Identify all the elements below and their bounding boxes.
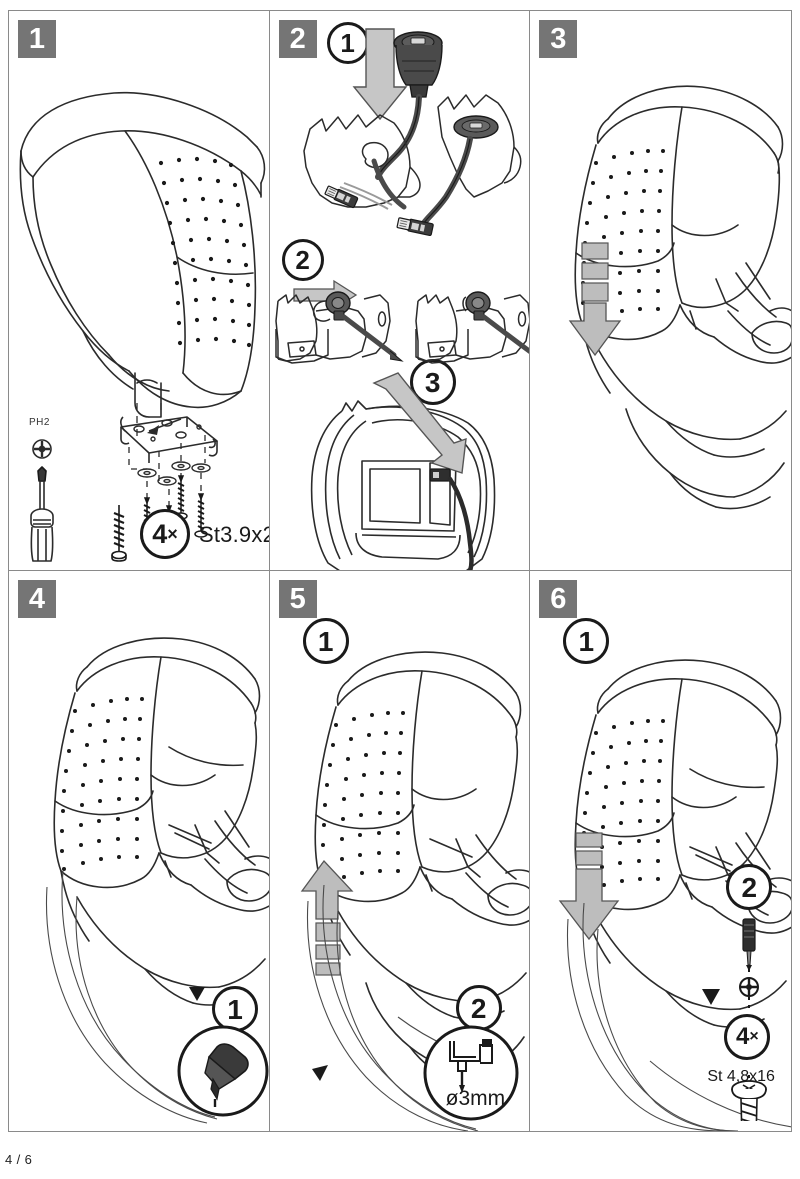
socket-left-view: [312, 291, 351, 322]
step-badge-3: 3: [539, 20, 578, 58]
screw-sample-icon: [111, 505, 127, 562]
ph2-bit-icon: [32, 439, 52, 459]
panel-grid: 1: [8, 10, 792, 1132]
step-badge-6: 6: [539, 580, 578, 618]
down-arrow-grey: [352, 28, 408, 121]
instruction-panel-1: 1: [9, 11, 270, 571]
usb-port-installation-illustration: [274, 28, 530, 570]
direction-arrowhead: [189, 987, 205, 1001]
usb-plug-left: [324, 185, 358, 209]
fastening-callout: [731, 918, 768, 1121]
ph-cross-icon: [739, 977, 760, 997]
drill-diameter-label: ø3mm: [445, 1087, 506, 1110]
arrowhead-console: [702, 989, 721, 1005]
quantity-number: 4: [152, 518, 167, 549]
drill-icon: [448, 1039, 493, 1093]
instruction-panel-3: 3: [530, 11, 791, 571]
marker-pen-icon: [204, 1043, 249, 1107]
screwdriver-icon: [30, 466, 54, 562]
substep-circle-6-1: 1: [563, 618, 610, 664]
instruction-panel-4: 4: [9, 571, 270, 1131]
armrest-seated-illustration: [45, 637, 269, 1124]
usb-plug-right: [396, 217, 434, 237]
screw-icon: [731, 1080, 768, 1121]
substep-circle-5-2: 2: [455, 985, 502, 1031]
quantity-circle-step6: 4×: [724, 1014, 771, 1060]
page-number: 4 / 6: [5, 1152, 33, 1167]
down-arrow-grey-step3: [569, 242, 622, 357]
substep-circle-5-1: 1: [302, 618, 349, 664]
diagonal-arrow-grey: [371, 372, 467, 474]
quantity-multiplier: ×: [749, 1028, 759, 1045]
driver-bit-icon: [742, 918, 756, 971]
quantity-number: 4: [735, 1023, 749, 1050]
marker-pen-detail: [177, 1025, 269, 1117]
instruction-panel-5: 5 1: [269, 571, 531, 1131]
instruction-panel-2: 2 1 2 3: [269, 11, 531, 571]
substep-circle-2-3: 3: [409, 359, 456, 405]
step-badge-2: 2: [278, 20, 317, 58]
instruction-panel-6: 6 1: [530, 571, 791, 1131]
usb-plug-console: [429, 468, 451, 482]
down-arrow-grey-step6: [559, 832, 620, 941]
tool-label-ph2: PH2: [29, 417, 50, 428]
armrest-mounting-illustration: [569, 85, 791, 510]
substep-circle-2-2: 2: [281, 239, 324, 281]
screw-spec-step1: St3.9x25: [199, 522, 269, 547]
armrest-exploded-illustration: [19, 91, 266, 562]
substep-circle-6-2: 2: [726, 864, 773, 910]
usb-socket-module: [392, 31, 443, 98]
step-badge-1: 1: [18, 20, 56, 58]
drill-detail: [423, 1025, 519, 1121]
substep-circle-2-1: 1: [326, 22, 369, 64]
up-arrow-grey: [300, 859, 354, 976]
arrowhead-left: [311, 1065, 328, 1081]
quantity-multiplier: ×: [167, 523, 178, 544]
socket-right-view: [461, 291, 491, 321]
step-badge-4: 4: [18, 580, 56, 618]
step-badge-5: 5: [278, 580, 317, 618]
screw-spec-step6: St 4,8x16: [707, 1068, 775, 1085]
quantity-circle-step1: 4×: [140, 509, 190, 559]
